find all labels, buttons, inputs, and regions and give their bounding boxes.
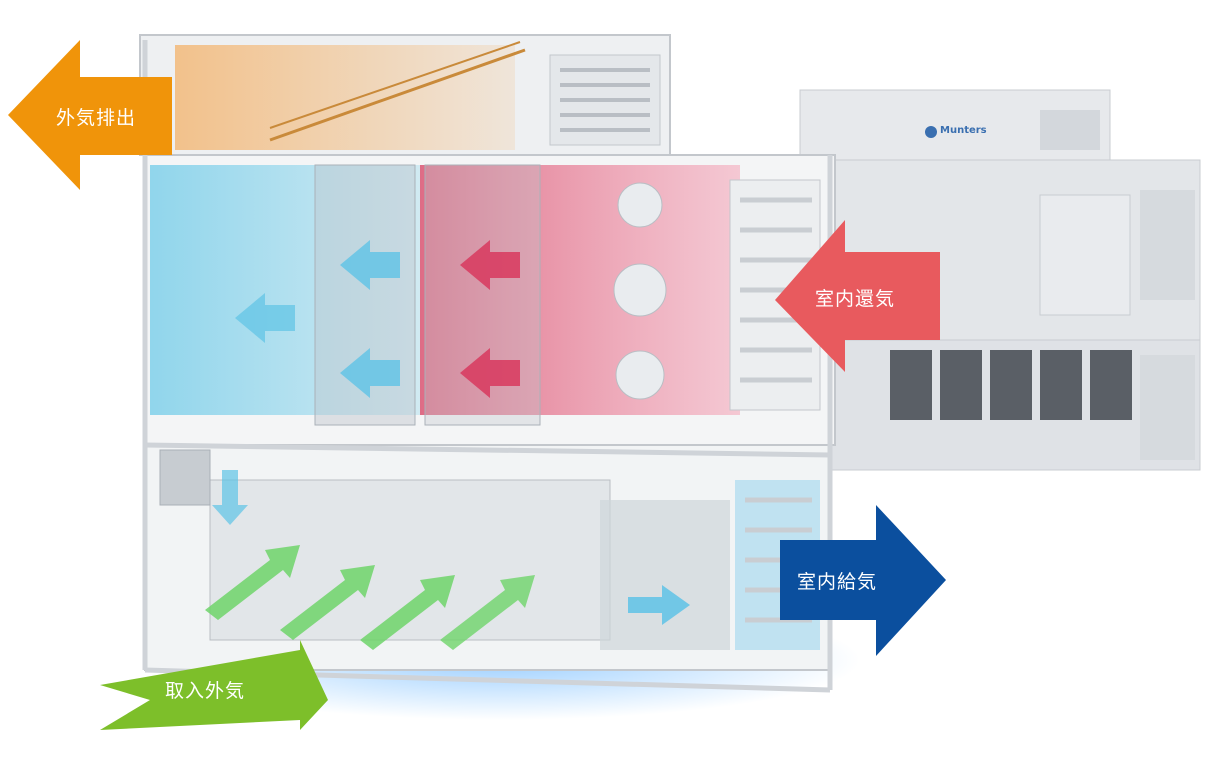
fan-icon — [613, 263, 667, 317]
flow-arrow-cool — [235, 293, 295, 343]
top-louver — [560, 68, 650, 132]
flow-arrow-cool — [628, 585, 690, 625]
flow-arrow-warm — [460, 348, 520, 398]
fan-icon — [617, 182, 663, 228]
flow-arrow-green — [360, 575, 455, 650]
fan-icon — [615, 350, 665, 400]
flow-arrow-green — [440, 575, 535, 650]
supply-air-arrow — [780, 505, 946, 656]
flow-arrow-warm — [460, 240, 520, 290]
exhaust-out-arrow — [8, 40, 172, 190]
supply-air-label: 室内給気 — [797, 571, 878, 593]
flow-arrow-green — [280, 565, 375, 640]
flow-arrow-cool — [340, 240, 400, 290]
middle-module — [144, 154, 836, 446]
exhaust-out-label: 外気排出 — [56, 107, 137, 129]
return-air-label: 室内還気 — [815, 288, 896, 310]
bottom-module — [144, 444, 831, 671]
flow-arrow-cool — [340, 348, 400, 398]
flow-arrow-green — [205, 545, 300, 620]
munters-logo-icon — [925, 126, 937, 138]
intake-air-label: 取入外気 — [165, 680, 246, 702]
intake-air-arrow — [100, 640, 328, 730]
brand-name: Munters — [940, 125, 987, 136]
flow-arrow-cool — [212, 470, 248, 525]
top-module — [139, 34, 671, 156]
return-air-arrow — [775, 220, 940, 372]
